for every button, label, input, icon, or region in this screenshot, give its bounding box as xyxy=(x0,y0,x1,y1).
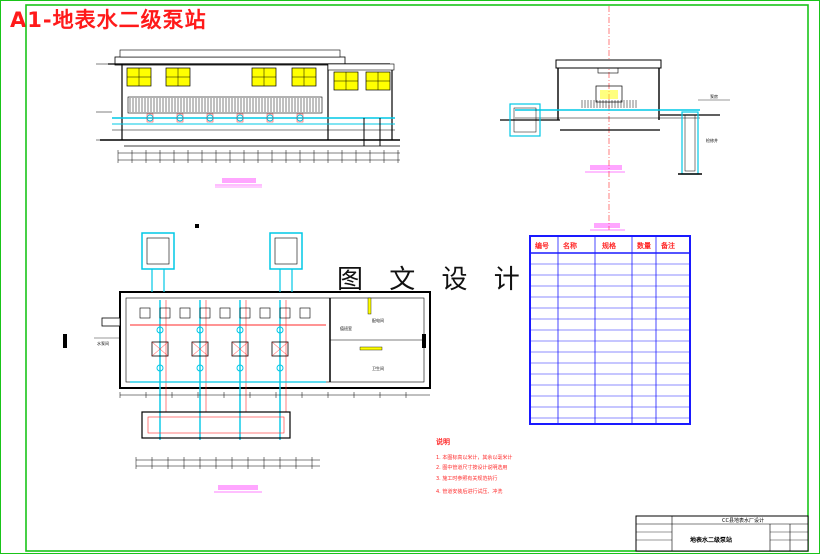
title-block-project: CC县地表水厂设计 xyxy=(722,517,764,524)
equipment-table-grid xyxy=(530,236,690,424)
plan-dimension-ticks xyxy=(119,392,407,469)
pump-units xyxy=(151,326,289,372)
notes-block: 说明 1. 本图标高以米计，其余以毫米计 2. 图中管道尺寸按设计说明选用 3.… xyxy=(436,437,512,495)
sheet-title: A1-地表水二级泵站 xyxy=(10,8,207,32)
table-header-2: 规格 xyxy=(602,241,617,250)
svg-text:检修井: 检修井 xyxy=(706,137,718,143)
pump-house-plan: 水泵间 配电间 值班室 卫生间 xyxy=(63,224,431,493)
watermark-text: 图 文 设 计 xyxy=(337,265,529,295)
note-item-1: 1. 本图标高以米计，其余以毫米计 xyxy=(436,454,512,461)
table-header-0: 编号 xyxy=(535,241,549,250)
pump-base-hatching xyxy=(129,98,320,112)
equipment-table: 编号 名称 规格 数量 备注 xyxy=(529,223,691,425)
svg-text:泵房: 泵房 xyxy=(710,93,718,99)
dimension-ticks xyxy=(117,150,399,163)
title-block-drawing-name: 地表水二级泵站 xyxy=(690,536,732,544)
valves-section xyxy=(146,113,304,123)
pump-base-hatching-2 xyxy=(581,100,637,108)
section-1-1 xyxy=(96,49,400,188)
note-item-3: 3. 施工时参照有关规范执行 xyxy=(436,475,497,482)
title-block: CC县地表水厂设计 地表水二级泵站 xyxy=(635,515,809,552)
table-header-1: 名称 xyxy=(563,241,577,250)
note-item-2: 2. 图中管道尺寸按设计说明选用 xyxy=(436,464,507,471)
equipment-row xyxy=(139,307,311,319)
table-header-3: 数量 xyxy=(637,241,651,250)
svg-text:值班室: 值班室 xyxy=(340,325,352,331)
svg-text:卫生间: 卫生间 xyxy=(372,365,384,371)
plan-pipes xyxy=(151,269,293,440)
note-item-4: 4. 管道安装后进行试压、冲洗 xyxy=(436,488,502,495)
table-header-4: 备注 xyxy=(660,241,675,250)
inner-frame xyxy=(25,4,809,552)
notes-heading: 说明 xyxy=(436,437,450,446)
section-2-2: 泵房 检修井 xyxy=(500,6,730,230)
room-label-pump-hall: 水泵间 xyxy=(97,340,109,346)
room-label-electric: 配电间 xyxy=(372,317,384,323)
windows-elevation xyxy=(126,67,391,91)
